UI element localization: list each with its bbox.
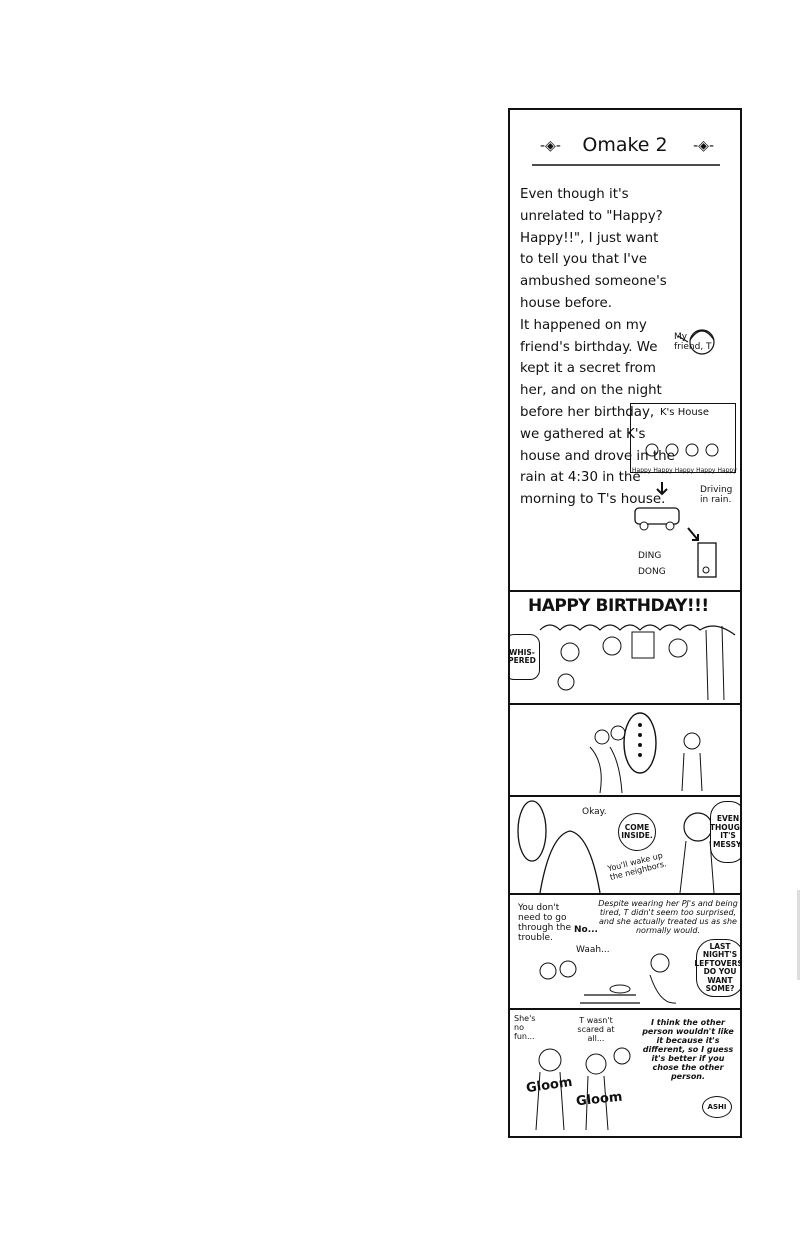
- happy-label: Happy: [696, 467, 716, 474]
- gloom-panel: She's no fun... T wasn't scared at all..…: [510, 1008, 740, 1136]
- doorbell-label: DING DONG: [638, 551, 666, 577]
- scan-edge-mark: [797, 890, 800, 980]
- reaction-drawing: [589, 712, 703, 794]
- happy-label: Happy: [674, 467, 695, 474]
- even-though-bubble: EVEN THOUGH IT'S MESSY,: [710, 801, 740, 863]
- title-underline: [532, 164, 720, 578]
- gloom-drawing: [535, 1047, 631, 1131]
- leftovers-bubble: LAST NIGHT'S LEFTOVERS. DO YOU WANT SOME…: [694, 939, 740, 997]
- happy-label: Happy: [632, 467, 652, 474]
- ashi-comment: I think the other person wouldn't like i…: [642, 1018, 734, 1081]
- reaction-panel: [510, 703, 740, 797]
- happy-label: Happy: [717, 467, 737, 474]
- no-text: No...: [574, 925, 598, 935]
- come-inside-drawing: [517, 800, 715, 893]
- driving-label: Driving in rain.: [700, 485, 733, 505]
- omake-comic-strip: -◈- Omake 2 -◈- Even though it's unrelat…: [508, 108, 742, 1138]
- come-inside-bubble: COME INSIDE.: [618, 813, 656, 851]
- happy-labels: Happy Happy Happy Happy Happy: [632, 467, 737, 474]
- omake-title: Omake 2: [582, 134, 668, 156]
- waah-text: Waah...: [576, 945, 610, 955]
- omake-story-text: Even though it's unrelated to "Happy? Ha…: [520, 187, 675, 508]
- birthday-banner: HAPPY BIRTHDAY!!!: [528, 596, 709, 616]
- leftovers-panel: You don't need to go through the trouble…: [510, 893, 740, 1010]
- ornament-right-icon: -◈-: [693, 138, 714, 154]
- leftovers-drawing: [539, 953, 677, 1004]
- birthday-panel: HAPPY BIRTHDAY!!! WHIS-PERED: [510, 590, 740, 705]
- shes-no-fun-text: She's no fun...: [514, 1014, 536, 1041]
- happy-label: Happy: [653, 467, 673, 474]
- omake-text-panel: -◈- Omake 2 -◈- Even though it's unrelat…: [510, 110, 740, 592]
- ks-house-drawing: [630, 403, 736, 473]
- ks-house-label: K's House: [660, 407, 710, 418]
- pj-narration: Despite wearing her PJ's and being tired…: [598, 899, 738, 935]
- birthday-crowd-drawing: [539, 624, 736, 701]
- no-trouble-text: You don't need to go through the trouble…: [518, 903, 571, 943]
- ornament-left-icon: -◈-: [540, 138, 561, 154]
- whispered-bubble: WHIS-PERED: [510, 634, 540, 680]
- okay-text: Okay.: [582, 807, 607, 817]
- t-wasnt-scared-text: T wasn't scared at all...: [577, 1016, 615, 1043]
- come-inside-panel: Okay. COME INSIDE. EVEN THOUGH IT'S MESS…: [510, 795, 740, 895]
- ashi-signature: ASHI: [702, 1096, 732, 1118]
- my-friend-label: My friend, T.: [674, 332, 714, 352]
